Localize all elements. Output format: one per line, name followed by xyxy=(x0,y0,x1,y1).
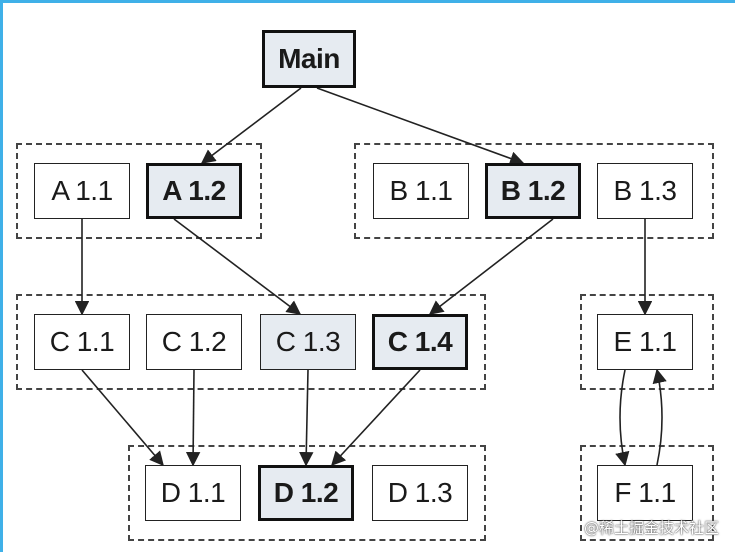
node-d-1-2: D 1.2 xyxy=(258,465,354,521)
node-c-1-3: C 1.3 xyxy=(260,314,356,370)
group-f xyxy=(580,445,714,541)
arrow-main-to-a12 xyxy=(200,87,302,164)
node-c-1-1: C 1.1 xyxy=(34,314,130,370)
node-d-1-1: D 1.1 xyxy=(145,465,241,521)
node-main: Main xyxy=(262,30,356,88)
arrow-a12-to-c13 xyxy=(173,218,302,315)
node-b-1-1: B 1.1 xyxy=(373,163,469,219)
arrow-f11-to-e11 xyxy=(652,368,667,466)
node-c-1-4: C 1.4 xyxy=(372,314,468,370)
arrow-b12-to-c14 xyxy=(428,218,554,315)
group-a xyxy=(16,143,262,239)
left-frame-border xyxy=(0,0,3,552)
watermark-text: @稀土掘金技术社区 xyxy=(583,519,719,537)
node-b-1-2: B 1.2 xyxy=(485,163,581,219)
group-e xyxy=(580,294,714,390)
arrow-c11-to-d11 xyxy=(81,369,164,467)
node-b-1-3: B 1.3 xyxy=(597,163,693,219)
node-f-1-1: F 1.1 xyxy=(597,465,693,521)
arrow-main-to-b12 xyxy=(316,87,525,166)
top-frame-border xyxy=(0,0,735,3)
arrow-c14-to-d12 xyxy=(331,369,421,467)
node-d-1-3: D 1.3 xyxy=(372,465,468,521)
arrow-e11-to-f11 xyxy=(615,369,630,467)
node-a-1-2: A 1.2 xyxy=(146,163,242,219)
node-c-1-2: C 1.2 xyxy=(146,314,242,370)
node-a-1-1: A 1.1 xyxy=(34,163,130,219)
arrow-c12-to-d11 xyxy=(185,369,201,467)
group-b xyxy=(354,143,714,239)
node-e-1-1: E 1.1 xyxy=(597,314,693,370)
arrow-c13-to-d12 xyxy=(299,369,314,467)
group-c xyxy=(16,294,486,390)
